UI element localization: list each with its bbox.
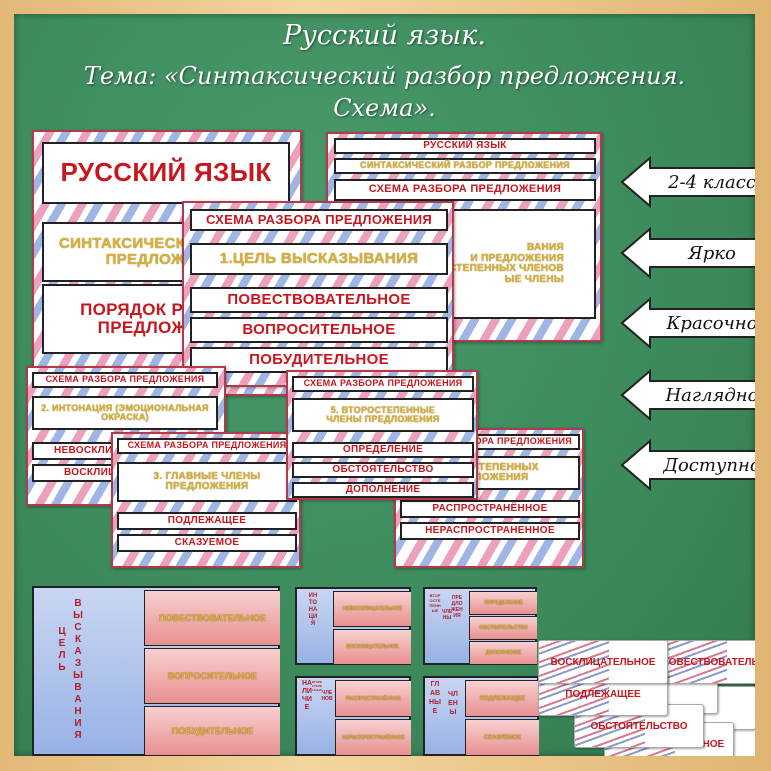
- card-label: ЧЛЕНЫ: [441, 609, 453, 621]
- feature-arrow: Красочно: [620, 297, 755, 349]
- intonation-header: СХЕМА РАЗБОРА ПРЕДЛОЖЕНИЯ: [32, 372, 218, 388]
- page-title: Русский язык.: [283, 20, 486, 51]
- slide-main-members: СХЕМА РАЗБОРА ПРЕДЛОЖЕНИЯ 3. ГЛАВНЫЕ ЧЛЕ…: [111, 432, 301, 568]
- mini-card-label: ВОСКЛИЦАТЕЛЬНОЕ: [550, 656, 656, 668]
- arrow-left-icon: [620, 297, 755, 349]
- card-option: ПОБУДИТЕЛЬНОЕ: [144, 706, 280, 756]
- feature-label: Наглядно: [665, 384, 755, 406]
- card-option: НЕВОСКЛИЦАТЕЛЬНОЕ: [333, 591, 411, 627]
- card-option: ВОПРОСИТЕЛЬНОЕ: [144, 648, 280, 704]
- mini-card-label: ПОДЛЕЖАЩЕЕ: [565, 688, 641, 700]
- card-option: НЕРАСПРОСТРАНЁННОЕ: [335, 719, 411, 756]
- mini-card-label: ПОВЕСТВОВАТЕЛЬНОЕ: [661, 656, 755, 668]
- slide-secondary: СХЕМА РАЗБОРА ПРЕДЛОЖЕНИЯ 5. ВТОРОСТЕПЕН…: [286, 370, 478, 500]
- card-label: ГЛАВНЫЕ: [429, 681, 441, 715]
- arrow-left-icon: [620, 439, 755, 491]
- arrow-left-icon: [620, 156, 755, 208]
- feature-arrow: Наглядно: [620, 369, 755, 421]
- mini-card: ПОВЕСТВОВАТЕЛЬНОЕ: [656, 640, 755, 684]
- overview-line-2: СИНТАКСИЧЕСКИЙ РАЗБОР ПРЕДЛОЖЕНИЯ: [334, 158, 596, 174]
- mini-card-label: ОБСТОЯТЕЛЬСТВО: [590, 720, 688, 732]
- feature-label: Красочно: [666, 312, 756, 334]
- card-presence: НАЛИЧИЕ ВТОРОСТЕПЕННЫХ ЧЛЕНОВ РАСПРОСТРА…: [295, 676, 411, 756]
- card-option: СКАЗУЕМОЕ: [465, 719, 539, 756]
- card-intonation: ИНТОНАЦИЯ НЕВОСКЛИЦАТЕЛЬНОЕ ВОСКЛИЦАТЕЛЬ…: [295, 587, 411, 665]
- card-label: НАЛИЧИЕ: [301, 680, 313, 711]
- main-option: СКАЗУЕМОЕ: [117, 534, 297, 552]
- feature-arrow: Доступно: [620, 439, 755, 491]
- purpose-option: ВОПРОСИТЕЛЬНОЕ: [190, 317, 448, 343]
- feature-arrow: 2-4 класс: [620, 156, 755, 208]
- slide-heading: РУССКИЙ ЯЗЫК: [42, 142, 290, 204]
- topic-line-1: Тема: «Синтаксический разбор предложения…: [83, 62, 686, 90]
- card-option: ОБСТОЯТЕЛЬСТВО: [469, 616, 537, 640]
- main-step: 3. ГЛАВНЫЕ ЧЛЕНЫ ПРЕДЛОЖЕНИЯ: [117, 462, 297, 502]
- card-option: ПОДЛЕЖАЩЕЕ: [465, 680, 539, 717]
- overview-frag-4: ЫЕ ЧЛЕНЫ: [504, 273, 564, 285]
- card-label: ПРЕДЛОЖЕНИЯ: [451, 595, 463, 619]
- overview-frag-2: И ПРЕДЛОЖЕНИЯ: [470, 252, 564, 264]
- presence-option: РАСПРОСТРАНЁННОЕ: [400, 500, 580, 518]
- card-label: ВЫСКАЗЫВАНИЯ: [73, 598, 83, 741]
- card-option: ПОВЕСТВОВАТЕЛЬНОЕ: [144, 590, 280, 646]
- overview-frag-1: ВАНИЯ: [526, 242, 564, 253]
- intonation-step: 2. ИНТОНАЦИЯ (ЭМОЦИОНАЛЬНАЯ ОКРАСКА): [32, 396, 218, 430]
- secondary-step: 5. ВТОРОСТЕПЕННЫЕ ЧЛЕНЫ ПРЕДЛОЖЕНИЯ: [292, 398, 474, 432]
- purpose-header: СХЕМА РАЗБОРА ПРЕДЛОЖЕНИЯ: [190, 209, 448, 231]
- main-option: ПОДЛЕЖАЩЕЕ: [117, 512, 297, 530]
- feature-label: 2-4 класс: [668, 171, 755, 193]
- arrow-left-icon: [620, 227, 755, 279]
- secondary-option: ОПРЕДЕЛЕНИЕ: [292, 442, 474, 458]
- overview-line-3: СХЕМА РАЗБОРА ПРЕДЛОЖЕНИЯ: [334, 179, 596, 201]
- card-label: ИНТОНАЦИЯ: [308, 593, 318, 627]
- arrow-left-icon: [620, 369, 755, 421]
- card-label: ЦЕЛЬ: [58, 626, 66, 673]
- purpose-step: 1.ЦЕЛЬ ВЫСКАЗЫВАНИЯ: [190, 243, 448, 275]
- overview-line-1: РУССКИЙ ЯЗЫК: [334, 138, 596, 154]
- chalkboard: Русский язык. Тема: «Синтаксический разб…: [14, 14, 755, 756]
- feature-label: Доступно: [663, 454, 755, 476]
- card-label: ВТОРОСТЕПЕННЫХ: [311, 680, 323, 692]
- topic-line-2: Схема».: [333, 94, 436, 122]
- card-label: ЧЛЕНОВ: [321, 690, 333, 702]
- card-option: РАСПРОСТРАНЁННОЕ: [335, 680, 411, 717]
- card-option: ВОСКЛИЦАТЕЛЬНОЕ: [333, 629, 411, 665]
- slide-purpose: СХЕМА РАЗБОРА ПРЕДЛОЖЕНИЯ 1.ЦЕЛЬ ВЫСКАЗЫ…: [182, 201, 454, 387]
- card-main: ГЛАВНЫЕ ЧЛЕНЫ ПОДЛЕЖАЩЕЕ СКАЗУЕМОЕ: [423, 676, 539, 756]
- card-secondary: ВТОРОСТЕПЕННЫЕ ЧЛЕНЫ ПРЕДЛОЖЕНИЯ ОПРЕДЕЛ…: [423, 587, 537, 665]
- purpose-option: ПОВЕСТВОВАТЕЛЬНОЕ: [190, 287, 448, 313]
- feature-arrow: Ярко: [620, 227, 755, 279]
- card-purpose: ЦЕЛЬ ВЫСКАЗЫВАНИЯ ПОВЕСТВОВАТЕЛЬНОЕ ВОПР…: [32, 586, 280, 756]
- card-option: ОПРЕДЕЛЕНИЕ: [469, 591, 537, 615]
- card-option: ДОПОЛНЕНИЕ: [469, 641, 537, 665]
- feature-label: Ярко: [688, 242, 736, 264]
- card-label: ЧЛЕНЫ: [448, 691, 458, 716]
- secondary-option: ДОПОЛНЕНИЕ: [292, 482, 474, 498]
- main-header: СХЕМА РАЗБОРА ПРЕДЛОЖЕНИЯ: [117, 438, 297, 454]
- card-label: ВТОРОСТЕПЕННЫЕ: [429, 593, 441, 613]
- presence-option: НЕРАСПРОСТРАНЕННОЕ: [400, 522, 580, 540]
- mini-card: ВОСКЛИЦАТЕЛЬНОЕ: [538, 640, 668, 684]
- secondary-header: СХЕМА РАЗБОРА ПРЕДЛОЖЕНИЯ: [292, 376, 474, 392]
- secondary-option: ОБСТОЯТЕЛЬСТВО: [292, 462, 474, 478]
- overview-frag-3: ОСТЕПЕННЫХ ЧЛЕНОВ: [440, 263, 564, 274]
